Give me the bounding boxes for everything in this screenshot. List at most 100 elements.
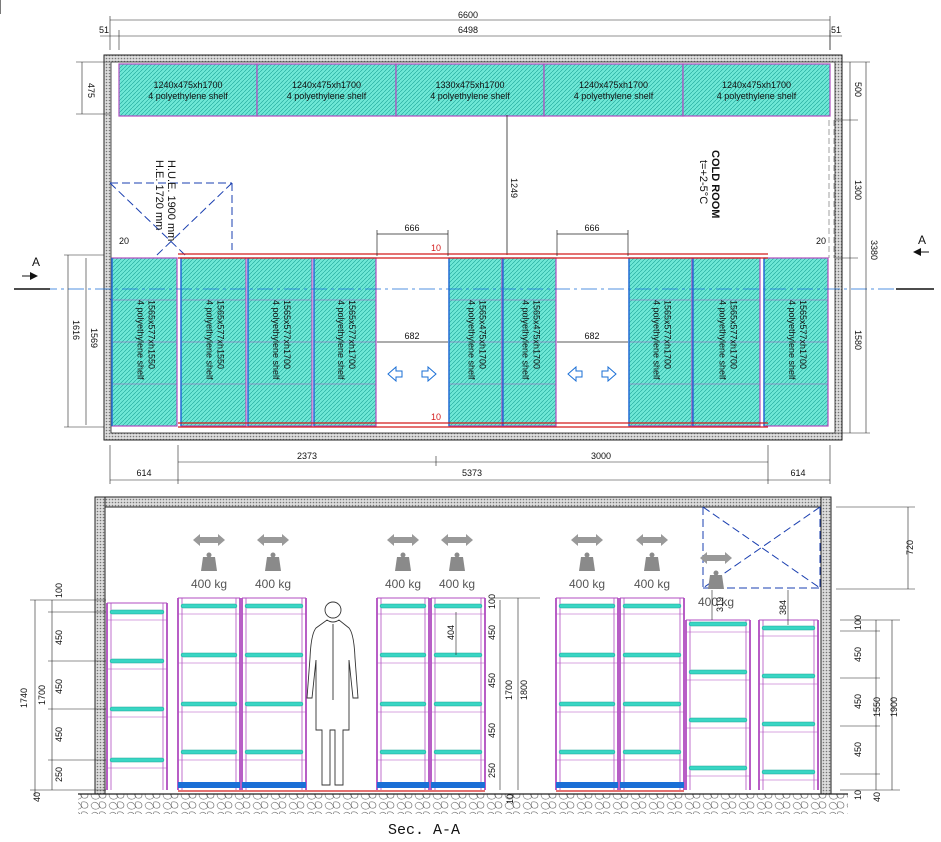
bottom-shelf-size: 1565x577xh1700 xyxy=(729,300,739,369)
weight-icon xyxy=(449,557,465,571)
top-dimensions xyxy=(0,0,842,50)
dim-682a: 682 xyxy=(404,331,419,341)
weight-indicator-7: 400 kg xyxy=(698,552,734,609)
sec-dim-l100: 100 xyxy=(54,583,64,598)
sec-dim-r450a: 450 xyxy=(853,647,863,662)
dim-614a: 614 xyxy=(136,468,151,478)
arrow-both-icon xyxy=(257,534,289,546)
top-shelf-body xyxy=(543,63,684,117)
bottom-shelf-type: 4 polyethylene shelf xyxy=(718,300,728,380)
section-unit-3 xyxy=(241,597,307,790)
weight-indicator-1: 400 kg xyxy=(191,534,227,591)
dim-2373: 2373 xyxy=(297,451,317,461)
bottom-shelf-type: 4 polyethylene shelf xyxy=(521,300,531,380)
top-shelf-type: 4 polyethylene shelf xyxy=(717,91,797,101)
section-unit-8 xyxy=(685,619,751,790)
section-line xyxy=(14,248,934,290)
bottom-shelf-type: 4 polyethylene shelf xyxy=(271,300,281,380)
dim-inner-width: 6498 xyxy=(458,25,478,35)
hue-label: H.U.E. 1900 mm xyxy=(165,160,177,241)
bottom-shelf-size: 1565x577xh1700 xyxy=(663,300,673,369)
weight-icon xyxy=(201,557,217,571)
bottom-shelf-type: 4 polyethylene shelf xyxy=(467,300,477,380)
sec-dim-m100: 100 xyxy=(487,594,497,609)
sec-dim-l40: 40 xyxy=(32,792,42,802)
dim-1249: 1249 xyxy=(509,178,519,198)
bottom-shelf-size: 1565x577xh1550 xyxy=(216,300,226,369)
sec-dim-r40: 40 xyxy=(872,792,882,802)
weight-icon xyxy=(708,575,724,589)
dim-wall-right: 51 xyxy=(831,25,841,35)
weight-label: 400 kg xyxy=(439,577,475,591)
he-label: H.E. 1720 mm xyxy=(153,160,165,230)
top-shelf-type: 4 polyethylene shelf xyxy=(574,91,654,101)
dim-614b: 614 xyxy=(790,468,805,478)
bottom-shelf-size: 1565x577xh1700 xyxy=(347,300,357,369)
section-unit-9 xyxy=(758,619,819,790)
sec-dim-m250: 250 xyxy=(487,763,497,778)
dim-10b: 10 xyxy=(431,412,441,422)
section-title: Sec. A-A xyxy=(388,822,460,839)
sec-dim-m1700: 1700 xyxy=(504,680,514,700)
bottom-shelf-size: 1565x577xh1550 xyxy=(147,300,157,369)
dim-3380: 3380 xyxy=(869,240,879,260)
weight-indicator-5: 400 kg xyxy=(569,534,605,591)
top-shelf-type: 4 polyethylene shelf xyxy=(287,91,367,101)
sec-dim-m450a: 450 xyxy=(487,625,497,640)
dim-3000: 3000 xyxy=(591,451,611,461)
section-ceiling xyxy=(94,496,832,508)
weight-indicator-2: 400 kg xyxy=(255,534,291,591)
bottom-shelf-type: 4 polyethylene shelf xyxy=(652,300,662,380)
section-unit-5 xyxy=(430,597,486,790)
weight-indicator-4: 400 kg xyxy=(439,534,475,591)
top-shelf-type: 4 polyethylene shelf xyxy=(430,91,510,101)
sec-dim-l1700: 1700 xyxy=(37,685,47,705)
sec-dim-r384: 384 xyxy=(778,600,788,615)
section-unit-1 xyxy=(106,602,168,790)
top-shelf-size: 1240x475xh1700 xyxy=(722,80,791,90)
bottom-shelf-size: 1565x577xh1700 xyxy=(798,300,808,369)
room-label: COLD ROOM xyxy=(709,150,721,218)
dim-682b: 682 xyxy=(584,331,599,341)
sec-dim-m450c: 450 xyxy=(487,723,497,738)
arrow-both-icon xyxy=(441,534,473,546)
section-unit-4 xyxy=(376,597,430,790)
weight-icon xyxy=(644,557,660,571)
top-shelf-body xyxy=(395,63,545,117)
dim-1300: 1300 xyxy=(853,180,863,200)
section-unit-7 xyxy=(619,597,685,790)
section-wall-left xyxy=(94,496,106,795)
section-wall-right xyxy=(820,496,832,795)
sec-dim-m404: 404 xyxy=(446,625,456,640)
top-shelf-body xyxy=(682,63,831,117)
sec-dim-r720: 720 xyxy=(905,540,915,555)
top-shelf-size: 1240x475xh1700 xyxy=(292,80,361,90)
dim-wall-left: 51 xyxy=(99,25,109,35)
sec-dim-m1800: 1800 xyxy=(519,680,529,700)
rails xyxy=(178,253,768,428)
weight-label: 400 kg xyxy=(698,595,734,609)
sec-dim-m10: 10 xyxy=(505,794,515,804)
arrow-both-icon xyxy=(387,534,419,546)
aisle-arrows xyxy=(387,365,617,383)
person-figure xyxy=(306,601,359,786)
door-symbol xyxy=(109,182,233,301)
top-shelf-body xyxy=(118,63,258,117)
section-mark-right: A xyxy=(918,233,926,247)
sec-dim-r450b: 450 xyxy=(853,694,863,709)
sec-dim-r1900: 1900 xyxy=(889,697,899,717)
sec-dim-l450a: 450 xyxy=(54,630,64,645)
arrow-both-icon xyxy=(571,534,603,546)
dim-475: 475 xyxy=(86,83,96,98)
arrow-both-icon xyxy=(193,534,225,546)
